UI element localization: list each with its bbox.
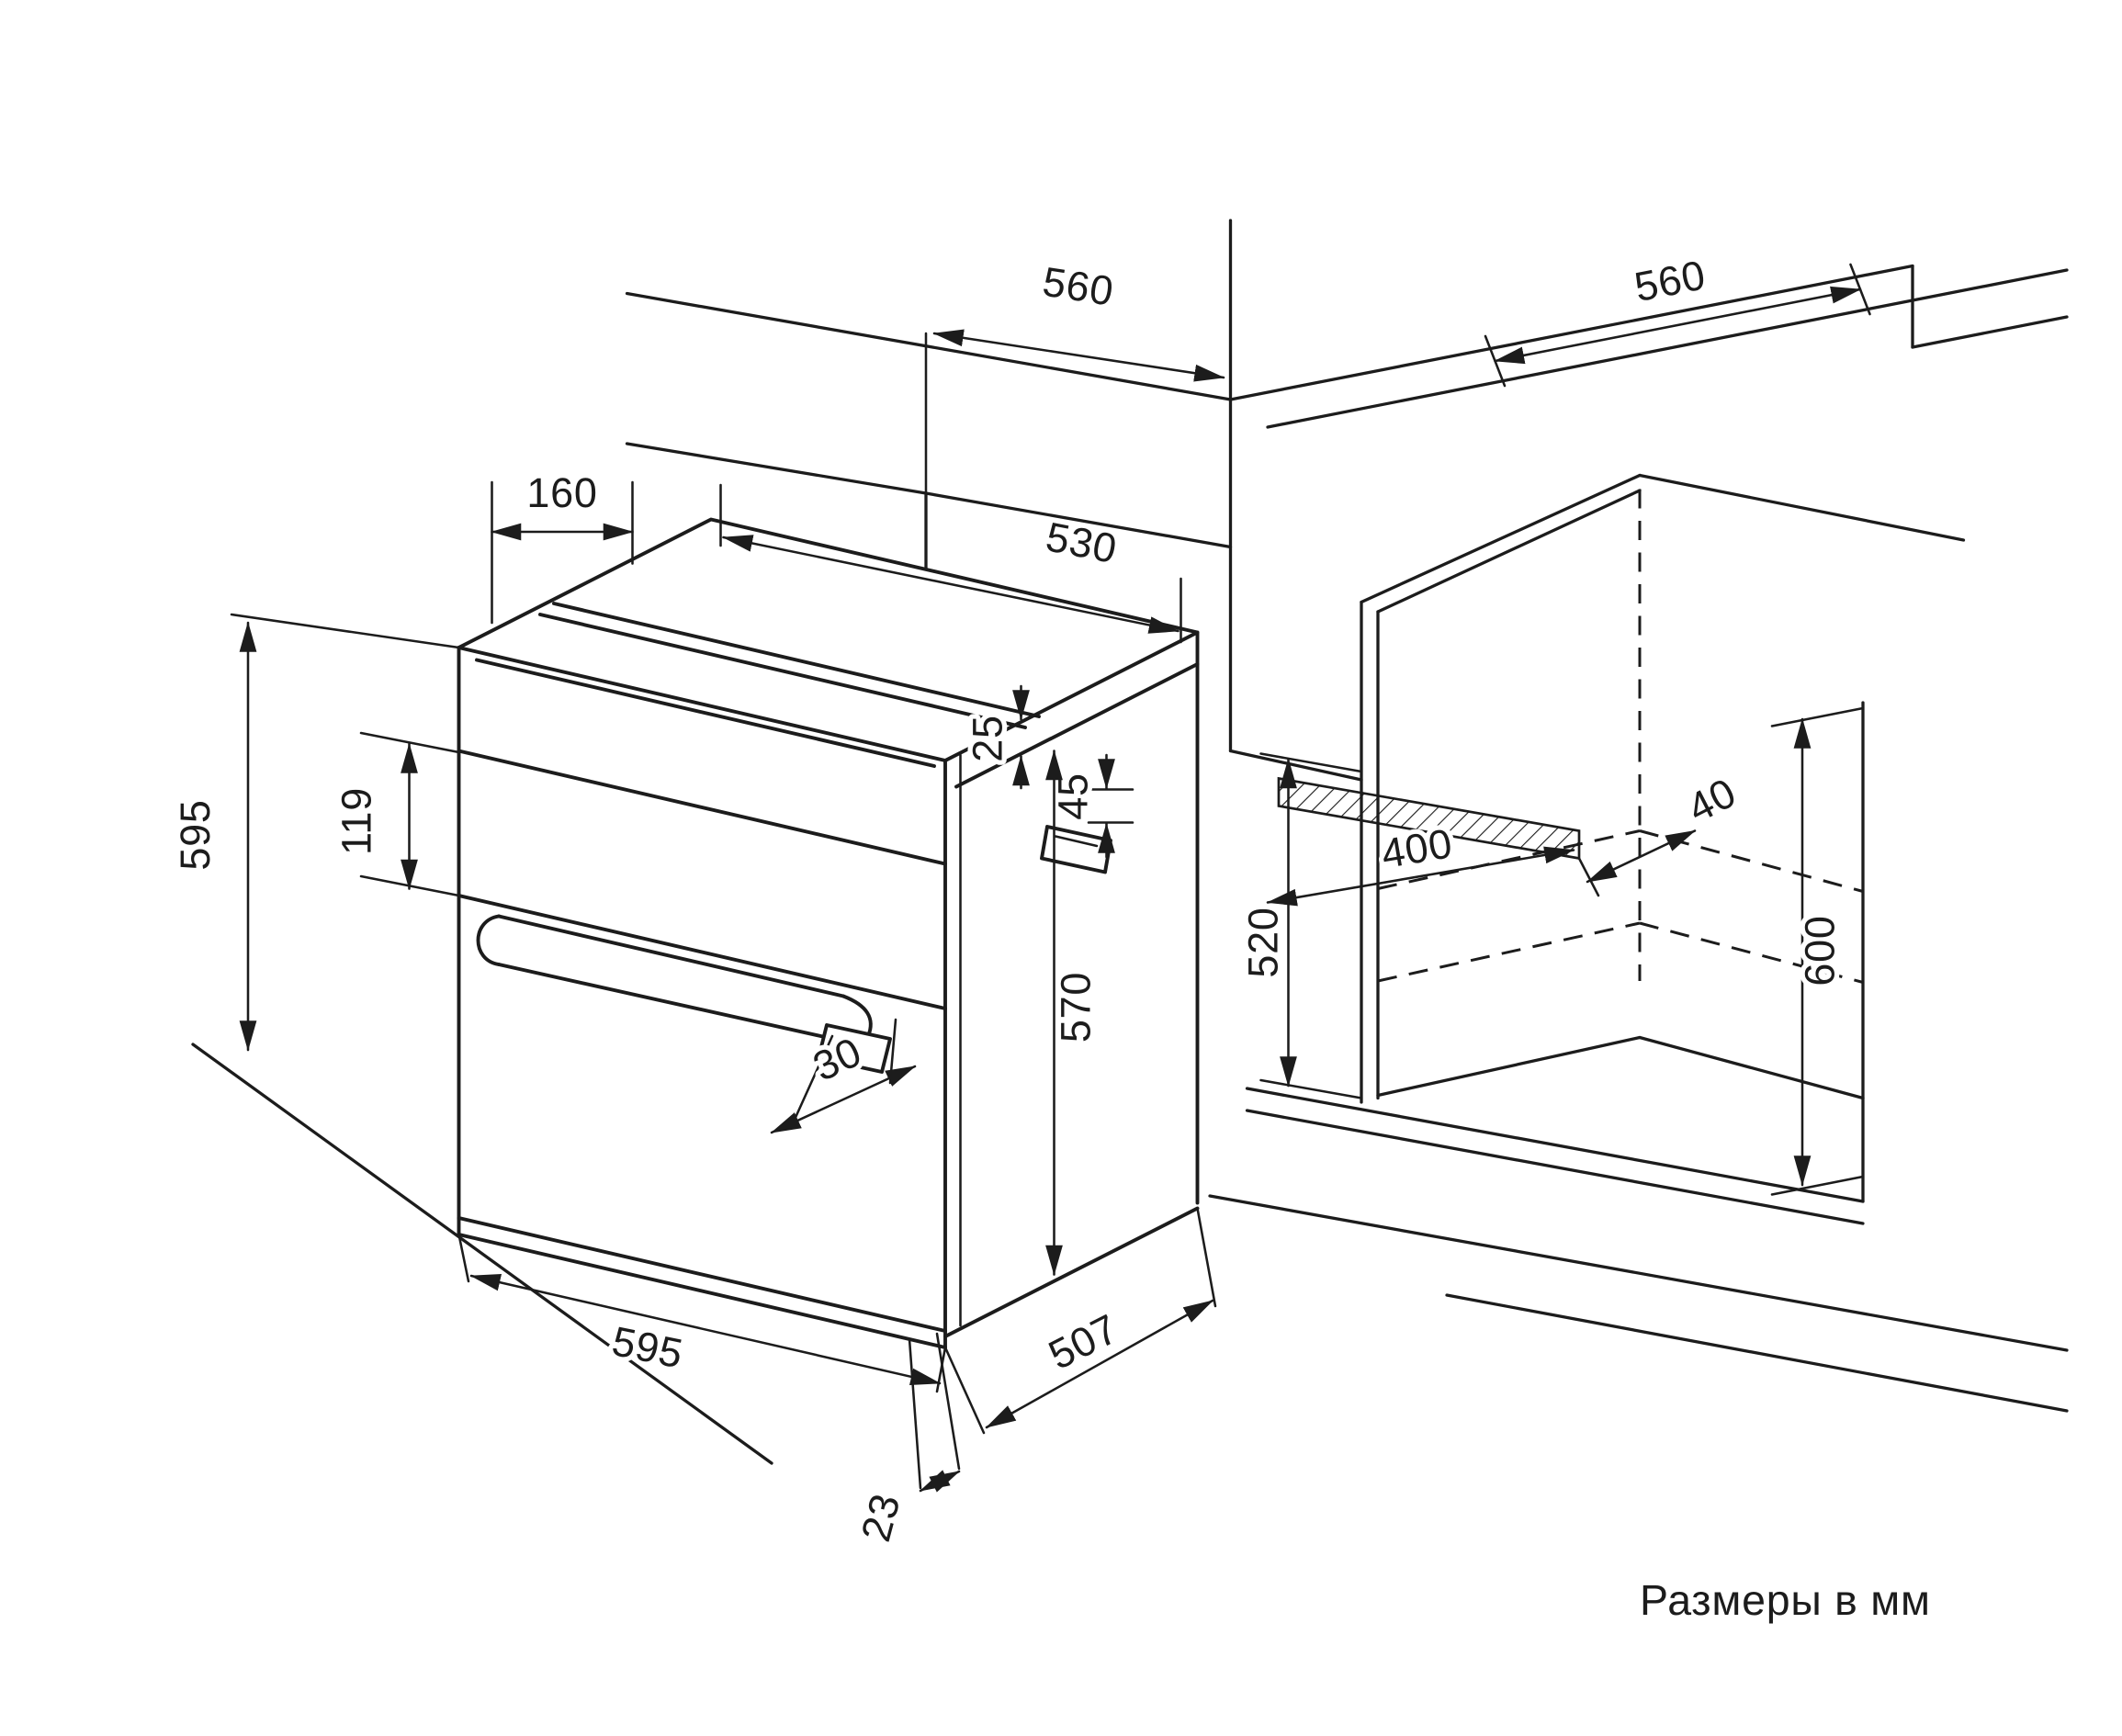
dimension-595-height: 595 <box>167 613 460 1052</box>
dimension-560-left: 560 <box>924 253 1225 495</box>
dimension-507: 507 <box>943 1207 1217 1435</box>
dimension-25: 25 <box>959 684 1030 790</box>
dimension-520: 520 <box>1235 752 1363 1099</box>
dim-label-507: 507 <box>1041 1304 1125 1379</box>
dimension-560-right: 560 <box>1484 246 1871 388</box>
oven-handle <box>476 914 892 1074</box>
dim-label-520: 520 <box>1240 907 1287 977</box>
dim-label-45: 45 <box>1050 772 1097 820</box>
dim-label-119: 119 <box>333 787 380 855</box>
dim-label-570: 570 <box>1053 972 1100 1043</box>
dim-label-400: 400 <box>1378 819 1456 877</box>
niche-hidden-edges <box>1377 489 1864 984</box>
niche-drawing <box>1208 473 2069 1413</box>
dim-label-600: 600 <box>1797 915 1844 986</box>
dimension-600: 600 <box>1770 706 1865 1196</box>
dim-label-595-width: 595 <box>608 1317 687 1377</box>
dim-label-595-height: 595 <box>172 799 219 870</box>
dim-label-530: 530 <box>1043 513 1122 572</box>
oven-drawing <box>457 517 1200 1349</box>
side-vent <box>1040 825 1112 874</box>
dimension-570: 570 <box>1045 750 1104 1276</box>
dim-label-25: 25 <box>965 715 1011 762</box>
dimension-160: 160 <box>491 465 634 625</box>
units-caption: Размеры в мм <box>1640 1576 1931 1624</box>
dim-label-40: 40 <box>1680 769 1744 832</box>
dim-label-560-right: 560 <box>1631 251 1710 310</box>
dimension-30: 30 <box>770 1018 917 1134</box>
dimension-40: 40 <box>1577 764 1748 897</box>
dim-label-160: 160 <box>526 469 597 516</box>
dimension-23: 23 <box>847 1332 961 1551</box>
dimension-400: 400 <box>1266 815 1575 907</box>
dim-label-23: 23 <box>852 1488 909 1546</box>
dimension-119: 119 <box>328 731 460 897</box>
dim-label-560-left: 560 <box>1040 258 1117 315</box>
